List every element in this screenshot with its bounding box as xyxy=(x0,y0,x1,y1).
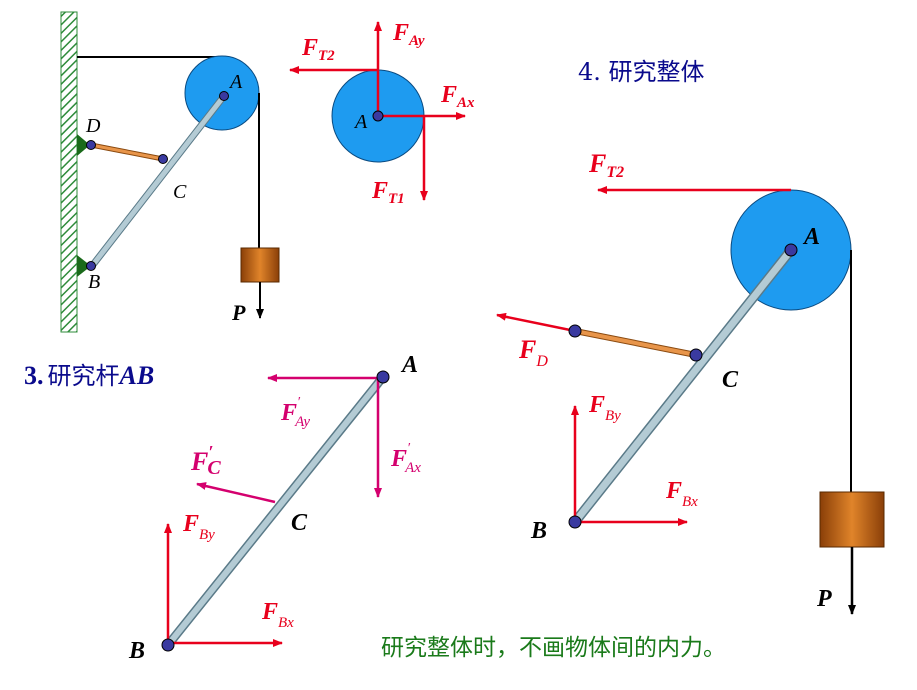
pin-a xyxy=(372,110,384,122)
pin-b xyxy=(86,261,96,271)
arrow-fc-prime xyxy=(196,482,276,504)
weight-block xyxy=(240,247,280,283)
fig4-whole-fbd: A C B P FT2 FD FBy FBx xyxy=(496,149,885,615)
pin-d xyxy=(568,324,582,338)
label-a: A xyxy=(353,111,368,133)
label-c: C xyxy=(291,510,308,536)
note-text: 研究整体时，不画物体间的内力。 xyxy=(381,635,726,661)
label-a: A xyxy=(802,224,820,250)
label-b: B xyxy=(530,518,547,544)
label-b: B xyxy=(128,638,145,664)
arrow-fd xyxy=(496,312,576,333)
label-a: A xyxy=(228,71,243,93)
fig1-system: A D C B P xyxy=(60,11,280,333)
label-p: P xyxy=(231,300,246,325)
label-fax-prime: F′Ax xyxy=(390,441,421,476)
label-fay: FAy xyxy=(392,20,425,49)
pin-c xyxy=(689,348,703,362)
wall xyxy=(60,11,78,333)
fig3-rod-fbd: A C B F′Ay F′Ax F′C FBy FBx xyxy=(128,352,421,664)
label-c: C xyxy=(173,181,187,203)
label-fay-prime: F′Ay xyxy=(280,395,310,430)
label-ft1: FT1 xyxy=(371,178,405,207)
label-ft2: FT2 xyxy=(588,149,624,181)
pin-a xyxy=(784,243,798,257)
label-fbx: FBx xyxy=(261,599,294,631)
label-fbx: FBx xyxy=(665,478,698,510)
label-a: A xyxy=(400,352,418,378)
weight-block xyxy=(819,491,885,548)
hinge-b xyxy=(77,255,91,277)
label-fby: FBy xyxy=(588,392,621,424)
pin-b xyxy=(568,515,582,529)
hinge-d xyxy=(77,134,90,156)
heading-step4: 4. 研究整体 xyxy=(578,58,705,86)
label-d: D xyxy=(85,115,101,137)
label-p: P xyxy=(816,586,832,612)
label-fby: FBy xyxy=(182,511,215,543)
pin-c xyxy=(158,154,168,164)
fig2-pulley-fbd: A FT2 FAy FAx FT1 xyxy=(289,20,475,207)
pin-d xyxy=(86,140,96,150)
heading-step3: 3.研究杆AB xyxy=(24,361,154,390)
pin-a xyxy=(219,91,229,101)
label-fd: FD xyxy=(518,335,548,370)
label-b: B xyxy=(88,271,100,293)
pin-a xyxy=(376,370,390,384)
label-fax: FAx xyxy=(440,82,475,111)
pin-b xyxy=(161,638,175,652)
label-fc-prime: F′C xyxy=(190,442,221,479)
label-c: C xyxy=(722,367,739,393)
label-ft2: FT2 xyxy=(301,35,335,64)
